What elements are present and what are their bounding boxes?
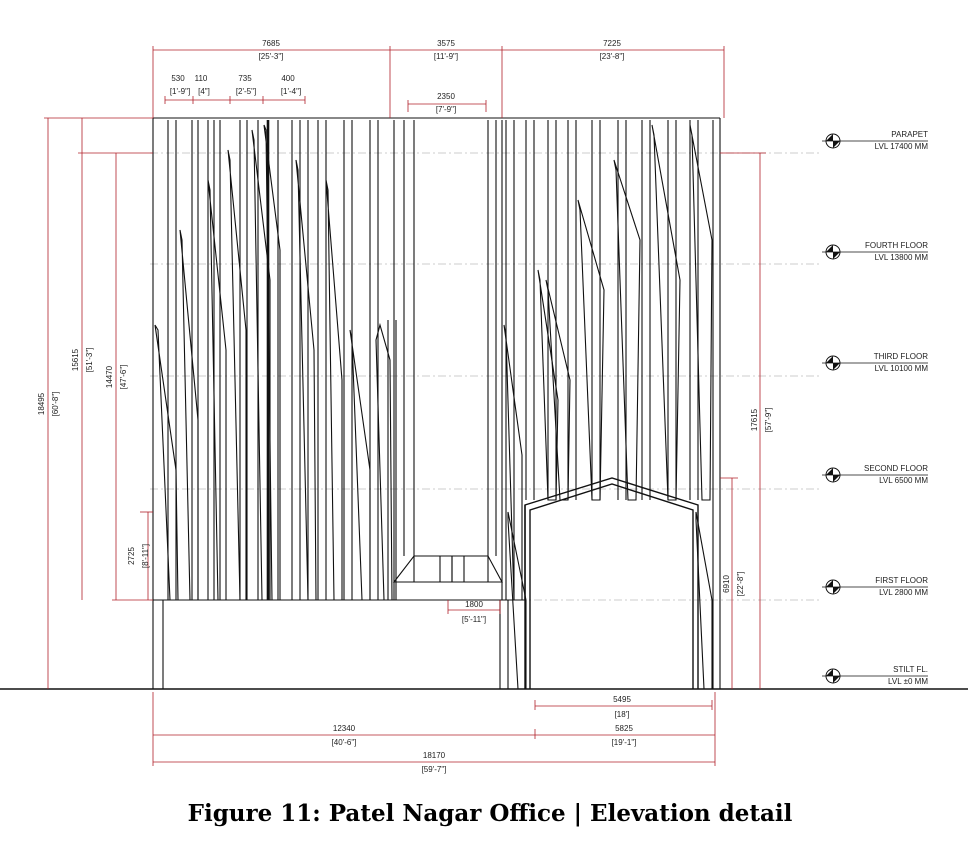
level-parapet: PARAPET LVL 17400 MM [822,130,928,151]
level-name: STILT FL. [893,665,928,674]
building-elevation [152,117,721,690]
level-datum-icon [822,668,928,684]
dim-bottom-3-imp: [19'-1"] [612,738,637,747]
dim-small-4-imp: [1'-4"] [281,87,301,96]
elevation-drawing: 7685 [25'-3"] 3575 [11'-9"] 7225 [23'-8"… [0,39,968,774]
dim-small-3-imp: [2'-5"] [236,87,256,96]
level-fourth-floor: FOURTH FLOOR LVL 13800 MM [822,241,928,262]
dim-bottom-3-mm: 5825 [615,724,633,733]
level-third-floor: THIRD FLOOR LVL 10100 MM [822,352,928,373]
dim-opening-imp: [7'-9"] [436,105,456,114]
dim-right-2-imp: [22'-8"] [736,572,745,597]
dim-small-3-mm: 735 [238,74,252,83]
dimension-lines [44,46,766,766]
level-name: FOURTH FLOOR [865,241,928,250]
dim-left-2-mm: 15615 [71,348,80,371]
dim-left-4-mm: 2725 [127,547,136,565]
dim-small-1-imp-text: [1'-9"] [170,87,190,96]
level-name: FIRST FLOOR [875,576,928,585]
dim-small-2-mm: 110 [195,74,208,83]
dim-top-2-imp: [11'-9"] [434,52,458,61]
gabled-entrance [524,477,699,689]
level-value: LVL 10100 MM [875,364,929,373]
level-datum-icon [822,244,928,260]
dim-entry-mm: 1800 [465,600,483,609]
dim-bottom-4-mm: 18170 [423,751,446,760]
dim-left-1-imp: [60'-8"] [51,392,60,417]
left-fins [154,120,397,601]
dim-bottom-1-imp: [18'] [615,710,630,719]
central-void [392,120,503,600]
dim-top-3-mm: 7225 [603,39,621,48]
dim-right-1-imp: [57'-9"] [764,408,773,433]
level-first-floor: FIRST FLOOR LVL 2800 MM [822,576,928,597]
dim-opening-mm: 2350 [437,92,455,101]
dim-top-1-mm: 7685 [262,39,280,48]
dim-left-1-mm: 18495 [37,392,46,415]
level-value: LVL 13800 MM [875,253,929,262]
dim-left-4-imp: [8'-11"] [141,544,150,568]
dim-entry-imp: [5'-11"] [462,615,486,624]
level-value: LVL ±0 MM [888,677,928,686]
level-datum-icon [822,133,928,149]
level-datum-icon [822,467,928,483]
level-datum-icon [822,579,928,595]
dim-bottom-2-mm: 12340 [333,724,356,733]
dim-left-2-imp: [51'-3"] [85,348,94,373]
dim-bottom-2-imp: [40'-6"] [332,738,357,747]
dim-right-2-mm: 6910 [722,575,731,593]
dim-top-3-imp: [23'-8"] [600,52,625,61]
level-value: LVL 6500 MM [879,476,928,485]
level-value: LVL 2800 MM [879,588,928,597]
dim-top-1-imp: [25'-3"] [259,52,284,61]
level-datum-icon [822,355,928,371]
dim-top-2-mm: 3575 [437,39,455,48]
level-value: LVL 17400 MM [875,142,929,151]
level-stilt-floor: STILT FL. LVL ±0 MM [822,665,928,686]
dim-left-3-imp: [47'-6"] [119,365,128,390]
level-markers: PARAPET LVL 17400 MM FOURTH FLOOR LVL 13… [822,130,928,686]
dim-small-1-mm: 530 [171,74,185,83]
dim-right-1-mm: 17615 [750,408,759,431]
level-name: PARAPET [891,130,928,139]
figure-caption: Figure 11: Patel Nagar Office | Elevatio… [187,800,793,827]
dim-bottom-4-imp: [59'-7"] [422,765,447,774]
level-second-floor: SECOND FLOOR LVL 6500 MM [822,464,928,485]
dim-small-4-mm: 400 [281,74,295,83]
level-name: SECOND FLOOR [864,464,928,473]
dim-bottom-1-mm: 5495 [613,695,631,704]
dim-small-2-imp: [4"] [198,87,210,96]
right-fins [499,120,713,690]
dimension-labels: 7685 [25'-3"] 3575 [11'-9"] 7225 [23'-8"… [37,39,773,774]
level-name: THIRD FLOOR [874,352,928,361]
dim-left-3-mm: 14470 [105,365,114,388]
